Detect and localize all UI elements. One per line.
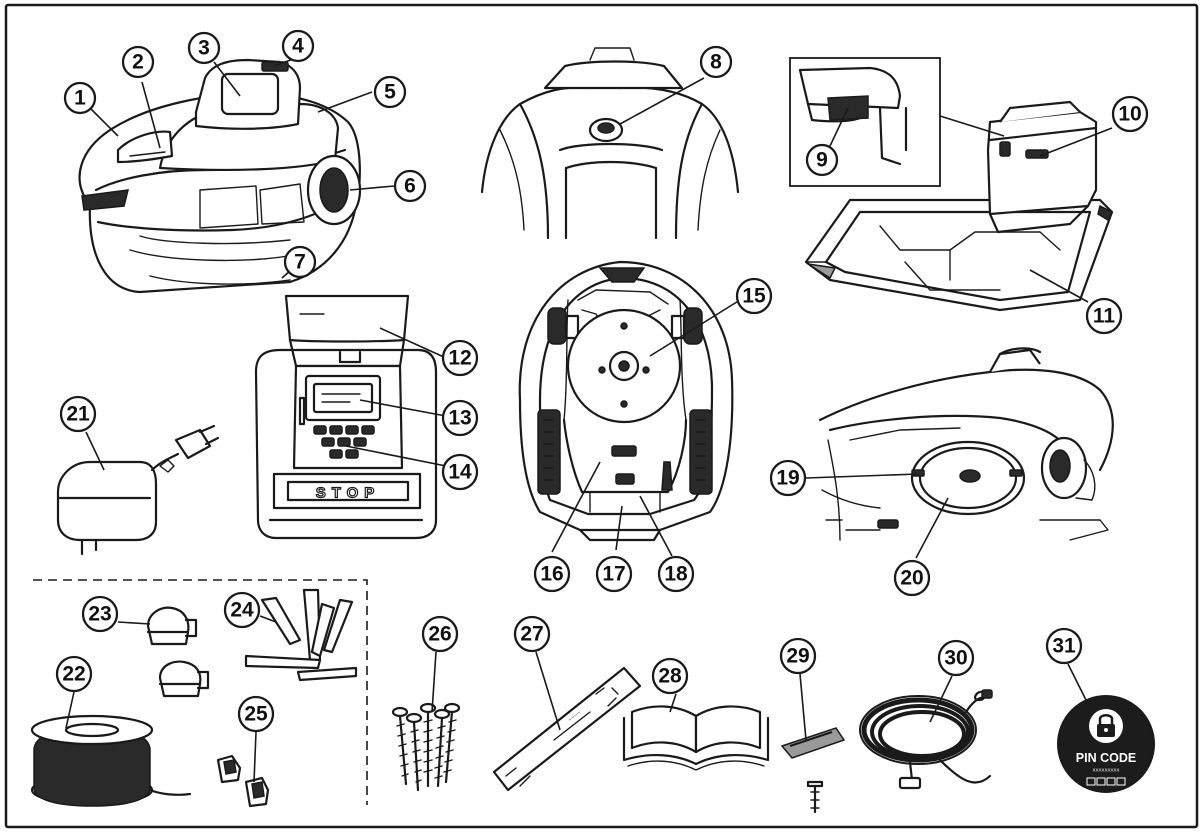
accessories-separator <box>33 579 368 805</box>
svg-text:13: 13 <box>448 407 471 430</box>
callout-11: 11 <box>1085 297 1123 335</box>
svg-text:15: 15 <box>742 285 766 308</box>
screws-illustration <box>391 702 461 792</box>
front-sensor-illustration <box>480 47 740 240</box>
svg-text:30: 30 <box>944 647 967 670</box>
callout-12: 12 <box>441 339 479 377</box>
diagram-frame <box>4 3 1199 829</box>
callout-21: 21 <box>59 395 97 433</box>
svg-text:16: 16 <box>540 563 563 586</box>
callout-30: 30 <box>937 639 975 677</box>
charging-station-illustration <box>804 100 1114 312</box>
callout-1: 1 <box>63 81 97 115</box>
wire-spool-illustration <box>30 714 192 807</box>
callout-4: 4 <box>281 29 315 63</box>
stop-button-label: STOP <box>316 485 381 502</box>
svg-text:7: 7 <box>294 251 306 274</box>
callout-7: 7 <box>283 245 317 279</box>
callout-31: 31 <box>1045 627 1083 665</box>
svg-text:28: 28 <box>658 665 682 688</box>
pin-digit-boxes <box>1086 777 1126 786</box>
svg-text:17: 17 <box>602 563 625 586</box>
svg-text:31: 31 <box>1052 635 1076 658</box>
svg-text:3: 3 <box>198 37 210 60</box>
svg-text:4: 4 <box>292 35 304 58</box>
svg-text:18: 18 <box>664 563 688 586</box>
callout-19: 19 <box>769 459 807 497</box>
svg-text:9: 9 <box>816 149 828 172</box>
callout-3: 3 <box>187 31 221 65</box>
callout-13: 13 <box>441 399 479 437</box>
callout-27: 27 <box>513 615 551 653</box>
mower-illustration <box>78 58 362 294</box>
svg-text:20: 20 <box>900 567 923 590</box>
callout-10: 10 <box>1111 95 1149 133</box>
svg-text:22: 22 <box>62 663 85 686</box>
callout-23: 23 <box>81 595 119 633</box>
svg-text:29: 29 <box>786 645 809 668</box>
callout-6: 6 <box>393 169 427 203</box>
callout-5: 5 <box>373 75 407 109</box>
callout-16: 16 <box>533 555 571 593</box>
svg-text:12: 12 <box>448 347 471 370</box>
callout-26: 26 <box>421 615 459 653</box>
svg-text:2: 2 <box>132 51 144 74</box>
lock-icon <box>1089 709 1123 743</box>
keypad-illustration: STOP <box>254 294 438 540</box>
svg-text:26: 26 <box>428 623 451 646</box>
blades-illustration <box>780 727 846 814</box>
svg-text:21: 21 <box>66 403 90 426</box>
svg-text:14: 14 <box>448 461 472 484</box>
pin-badge-disc <box>1057 695 1155 793</box>
callout-28: 28 <box>651 657 689 695</box>
svg-text:8: 8 <box>710 51 722 74</box>
pin-badge-title: PIN CODE <box>1076 751 1136 765</box>
callout-24: 24 <box>223 591 261 629</box>
callout-9: 9 <box>805 143 839 177</box>
svg-text:5: 5 <box>384 81 396 104</box>
pegs-illustration <box>244 588 358 682</box>
connectors-illustration <box>216 754 270 808</box>
measure-tool-illustration: ~~~~ <box>492 666 642 792</box>
callout-18: 18 <box>657 555 695 593</box>
svg-text:25: 25 <box>244 703 268 726</box>
manual-illustration <box>622 705 770 771</box>
svg-text:1: 1 <box>74 87 86 110</box>
pin-badge-small-text: XXXXXXXXX <box>1092 768 1119 773</box>
svg-text:27: 27 <box>520 623 543 646</box>
callout-20: 20 <box>893 559 931 597</box>
mower-underside-illustration <box>518 260 734 542</box>
pin-code-badge: PIN CODE XXXXXXXXX <box>1057 695 1155 793</box>
svg-text:19: 19 <box>776 467 799 490</box>
callout-2: 2 <box>121 45 155 79</box>
svg-text:11: 11 <box>1093 305 1116 328</box>
blade-disc-illustration <box>818 347 1114 541</box>
callout-22: 22 <box>55 655 93 693</box>
power-supply-illustration <box>56 424 220 556</box>
leader-lines <box>65 57 1113 783</box>
contact-plates-inset <box>789 57 1005 187</box>
callout-25: 25 <box>237 695 275 733</box>
svg-text:24: 24 <box>230 599 254 622</box>
callout-15: 15 <box>735 277 773 315</box>
svg-text:6: 6 <box>404 175 416 198</box>
svg-text:23: 23 <box>88 603 111 626</box>
callout-17: 17 <box>595 555 633 593</box>
cable-illustration <box>859 689 993 790</box>
callout-14: 14 <box>441 453 479 491</box>
callout-29: 29 <box>779 637 817 675</box>
svg-text:10: 10 <box>1118 103 1141 126</box>
couplers-illustration <box>146 606 210 698</box>
callout-8: 8 <box>699 45 733 79</box>
